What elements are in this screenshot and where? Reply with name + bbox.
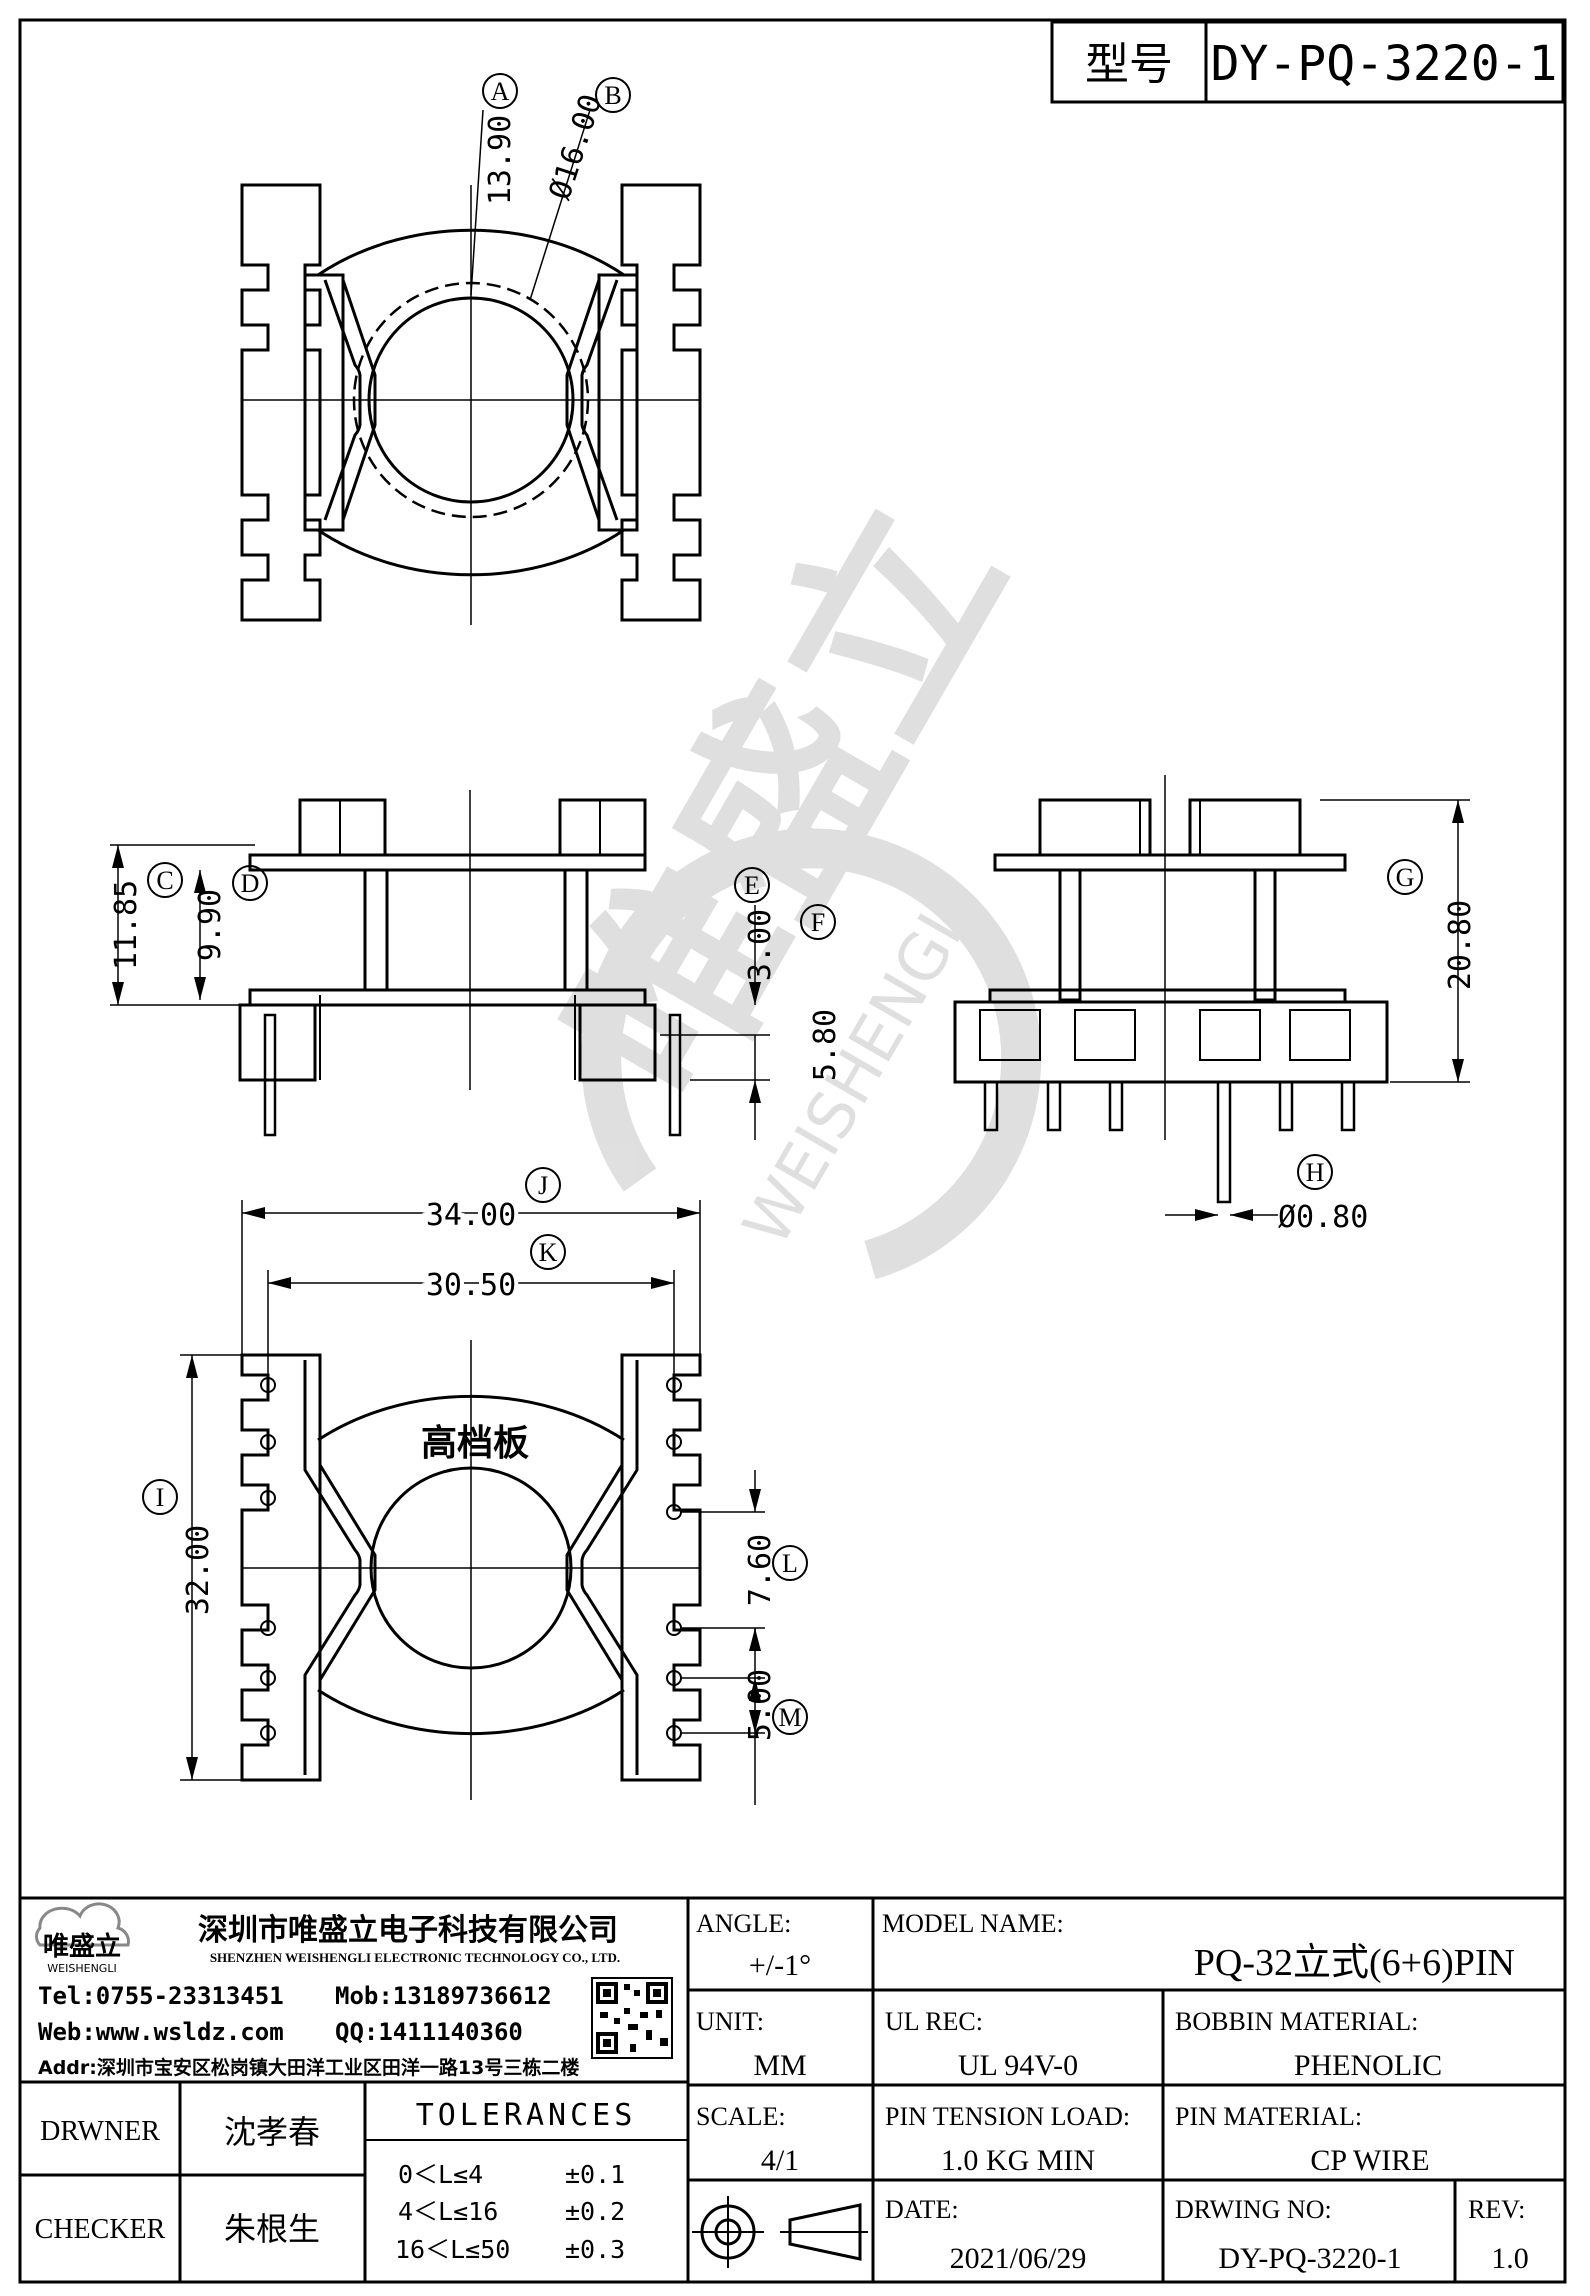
model-name-label: MODEL NAME: bbox=[882, 1909, 1064, 1938]
svg-text:H: H bbox=[1306, 1158, 1325, 1187]
ul-rec-value: UL 94V-0 bbox=[958, 2049, 1078, 2082]
svg-text:C: C bbox=[156, 866, 173, 895]
dim-K-value: 30.50 bbox=[426, 1268, 516, 1303]
drawer-label: DRWNER bbox=[40, 2116, 160, 2147]
dim-L-value: 7.60 bbox=[743, 1534, 778, 1606]
callouts: A B C D E F G H I J K L M bbox=[142, 73, 1423, 1735]
callout-G: G bbox=[1387, 859, 1423, 895]
svg-text:E: E bbox=[744, 871, 760, 900]
company-logo-en: WEISHENGLI bbox=[47, 1962, 116, 1975]
callout-K: K bbox=[530, 1234, 566, 1270]
svg-text:F: F bbox=[811, 908, 825, 937]
rev-value: 1.0 bbox=[1491, 2242, 1529, 2275]
header-model-value: DY-PQ-3220-1 bbox=[1211, 36, 1558, 92]
pin-tension-label: PIN TENSION LOAD: bbox=[885, 2102, 1130, 2131]
dim-B-value: Ø16.00 bbox=[543, 90, 610, 204]
dim-J-value: 34.00 bbox=[426, 1198, 516, 1233]
bobbin-material-label: BOBBIN MATERIAL: bbox=[1175, 2007, 1418, 2036]
dim-D-value: 9.90 bbox=[193, 889, 228, 961]
front-view: 20.80 Ø0.80 bbox=[953, 775, 1478, 1235]
company-name-cn: 深圳市唯盛立电子科技有限公司 bbox=[198, 1913, 618, 1948]
model-name-value: PQ-32立式(6+6)PIN bbox=[1194, 1942, 1515, 1984]
tolerance-value-1: ±0.1 bbox=[565, 2160, 625, 2189]
bottom-view: 高档板 34.00 30.50 32.00 7.60 bbox=[180, 1194, 778, 1805]
svg-text:J: J bbox=[538, 1171, 548, 1200]
callout-I: I bbox=[142, 1479, 178, 1515]
pin-holes bbox=[260, 1377, 682, 1741]
dim-A-value: 13.90 bbox=[483, 115, 518, 205]
company-logo-cn: 唯盛立 bbox=[43, 1931, 121, 1962]
dim-M-value: 5.00 bbox=[743, 1669, 778, 1741]
callout-D: D bbox=[232, 865, 268, 901]
drawer-value: 沈孝春 bbox=[224, 2113, 320, 2151]
callout-J: J bbox=[525, 1167, 561, 1203]
svg-text:M: M bbox=[778, 1703, 801, 1732]
dim-I-value: 32.00 bbox=[181, 1525, 216, 1615]
svg-text:I: I bbox=[156, 1483, 165, 1512]
unit-label: UNIT: bbox=[696, 2007, 764, 2036]
projection-symbol-icon bbox=[692, 2196, 868, 2268]
callout-C: C bbox=[147, 862, 183, 898]
unit-value: MM bbox=[753, 2049, 806, 2082]
callout-E: E bbox=[734, 867, 770, 903]
dim-H-value: Ø0.80 bbox=[1278, 1200, 1368, 1235]
svg-text:G: G bbox=[1396, 863, 1415, 892]
checker-value: 朱根生 bbox=[224, 2210, 320, 2248]
angle-label: ANGLE: bbox=[696, 1909, 791, 1938]
tolerance-value-3: ±0.3 bbox=[565, 2235, 625, 2264]
header-model-label: 型号 bbox=[1085, 39, 1173, 90]
svg-text:A: A bbox=[491, 77, 510, 106]
scale-label: SCALE: bbox=[696, 2102, 786, 2131]
svg-text:L: L bbox=[782, 1549, 798, 1578]
company-name-en: SHENZHEN WEISHENGLI ELECTRONIC TECHNOLOG… bbox=[210, 1950, 620, 1965]
tolerance-value-2: ±0.2 bbox=[565, 2197, 625, 2226]
tolerance-range-3: 16＜L≤50 bbox=[395, 2235, 510, 2264]
angle-value: +/-1° bbox=[749, 1949, 811, 1982]
callout-H: H bbox=[1297, 1154, 1333, 1190]
date-label: DATE: bbox=[885, 2195, 959, 2224]
callout-F: F bbox=[800, 904, 836, 940]
sheet-border bbox=[18, 18, 1567, 2284]
callout-A: A bbox=[482, 73, 518, 109]
company-web: Web:www.wsldz.com bbox=[38, 2018, 284, 2046]
drawing-no-value: DY-PQ-3220-1 bbox=[1218, 2242, 1401, 2275]
title-block: 唯盛立 WEISHENGLI 深圳市唯盛立电子科技有限公司 SHENZHEN W… bbox=[20, 1896, 1565, 2282]
dim-G-value: 20.80 bbox=[1443, 900, 1478, 990]
company-mob: Mob:13189736612 bbox=[335, 1982, 552, 2010]
checker-label: CHECKER bbox=[35, 2214, 166, 2245]
dim-C-value: 11.85 bbox=[109, 880, 144, 970]
bottom-view-label: 高档板 bbox=[421, 1423, 529, 1464]
svg-text:B: B bbox=[604, 81, 621, 110]
company-qq: QQ:1411140360 bbox=[335, 2018, 523, 2046]
company-addr: Addr:深圳市宝安区松岗镇大田洋工业区田洋一路13号三栋二楼 bbox=[38, 2056, 579, 2079]
pin-material-label: PIN MATERIAL: bbox=[1175, 2102, 1362, 2131]
company-tel: Tel:0755-23313451 bbox=[38, 1982, 284, 2010]
ul-rec-label: UL REC: bbox=[885, 2007, 983, 2036]
svg-text:K: K bbox=[539, 1238, 558, 1267]
company-logo: 唯盛立 WEISHENGLI bbox=[35, 1902, 130, 1975]
drawing-no-label: DRWING NO: bbox=[1175, 2195, 1332, 2224]
watermark: 唯盛立 WEISHENGLI bbox=[521, 467, 1048, 1280]
pin-material-value: CP WIRE bbox=[1310, 2144, 1429, 2177]
side-view: 11.85 9.90 3.00 5.80 bbox=[109, 790, 843, 1140]
dim-F-value: 5.80 bbox=[808, 1009, 843, 1081]
pin-tension-value: 1.0 KG MIN bbox=[941, 2144, 1095, 2177]
callout-L: L bbox=[772, 1545, 808, 1581]
bobbin-material-value: PHENOLIC bbox=[1294, 2049, 1442, 2082]
callout-M: M bbox=[772, 1699, 808, 1735]
date-value: 2021/06/29 bbox=[950, 2242, 1087, 2275]
rev-label: REV: bbox=[1468, 2195, 1525, 2224]
tolerance-range-1: 0＜L≤4 bbox=[398, 2160, 483, 2189]
qr-code-icon bbox=[591, 1977, 673, 2059]
callout-B: B bbox=[595, 77, 631, 113]
dim-E-value: 3.00 bbox=[743, 909, 778, 981]
header-model-box: 型号 DY-PQ-3220-1 bbox=[1050, 20, 1565, 104]
tolerances-label: TOLERANCES bbox=[416, 2098, 637, 2133]
top-view: 13.90 Ø16.00 bbox=[240, 90, 702, 625]
scale-value: 4/1 bbox=[761, 2144, 799, 2177]
svg-text:D: D bbox=[241, 869, 260, 898]
tolerance-range-2: 4＜L≤16 bbox=[398, 2197, 498, 2226]
